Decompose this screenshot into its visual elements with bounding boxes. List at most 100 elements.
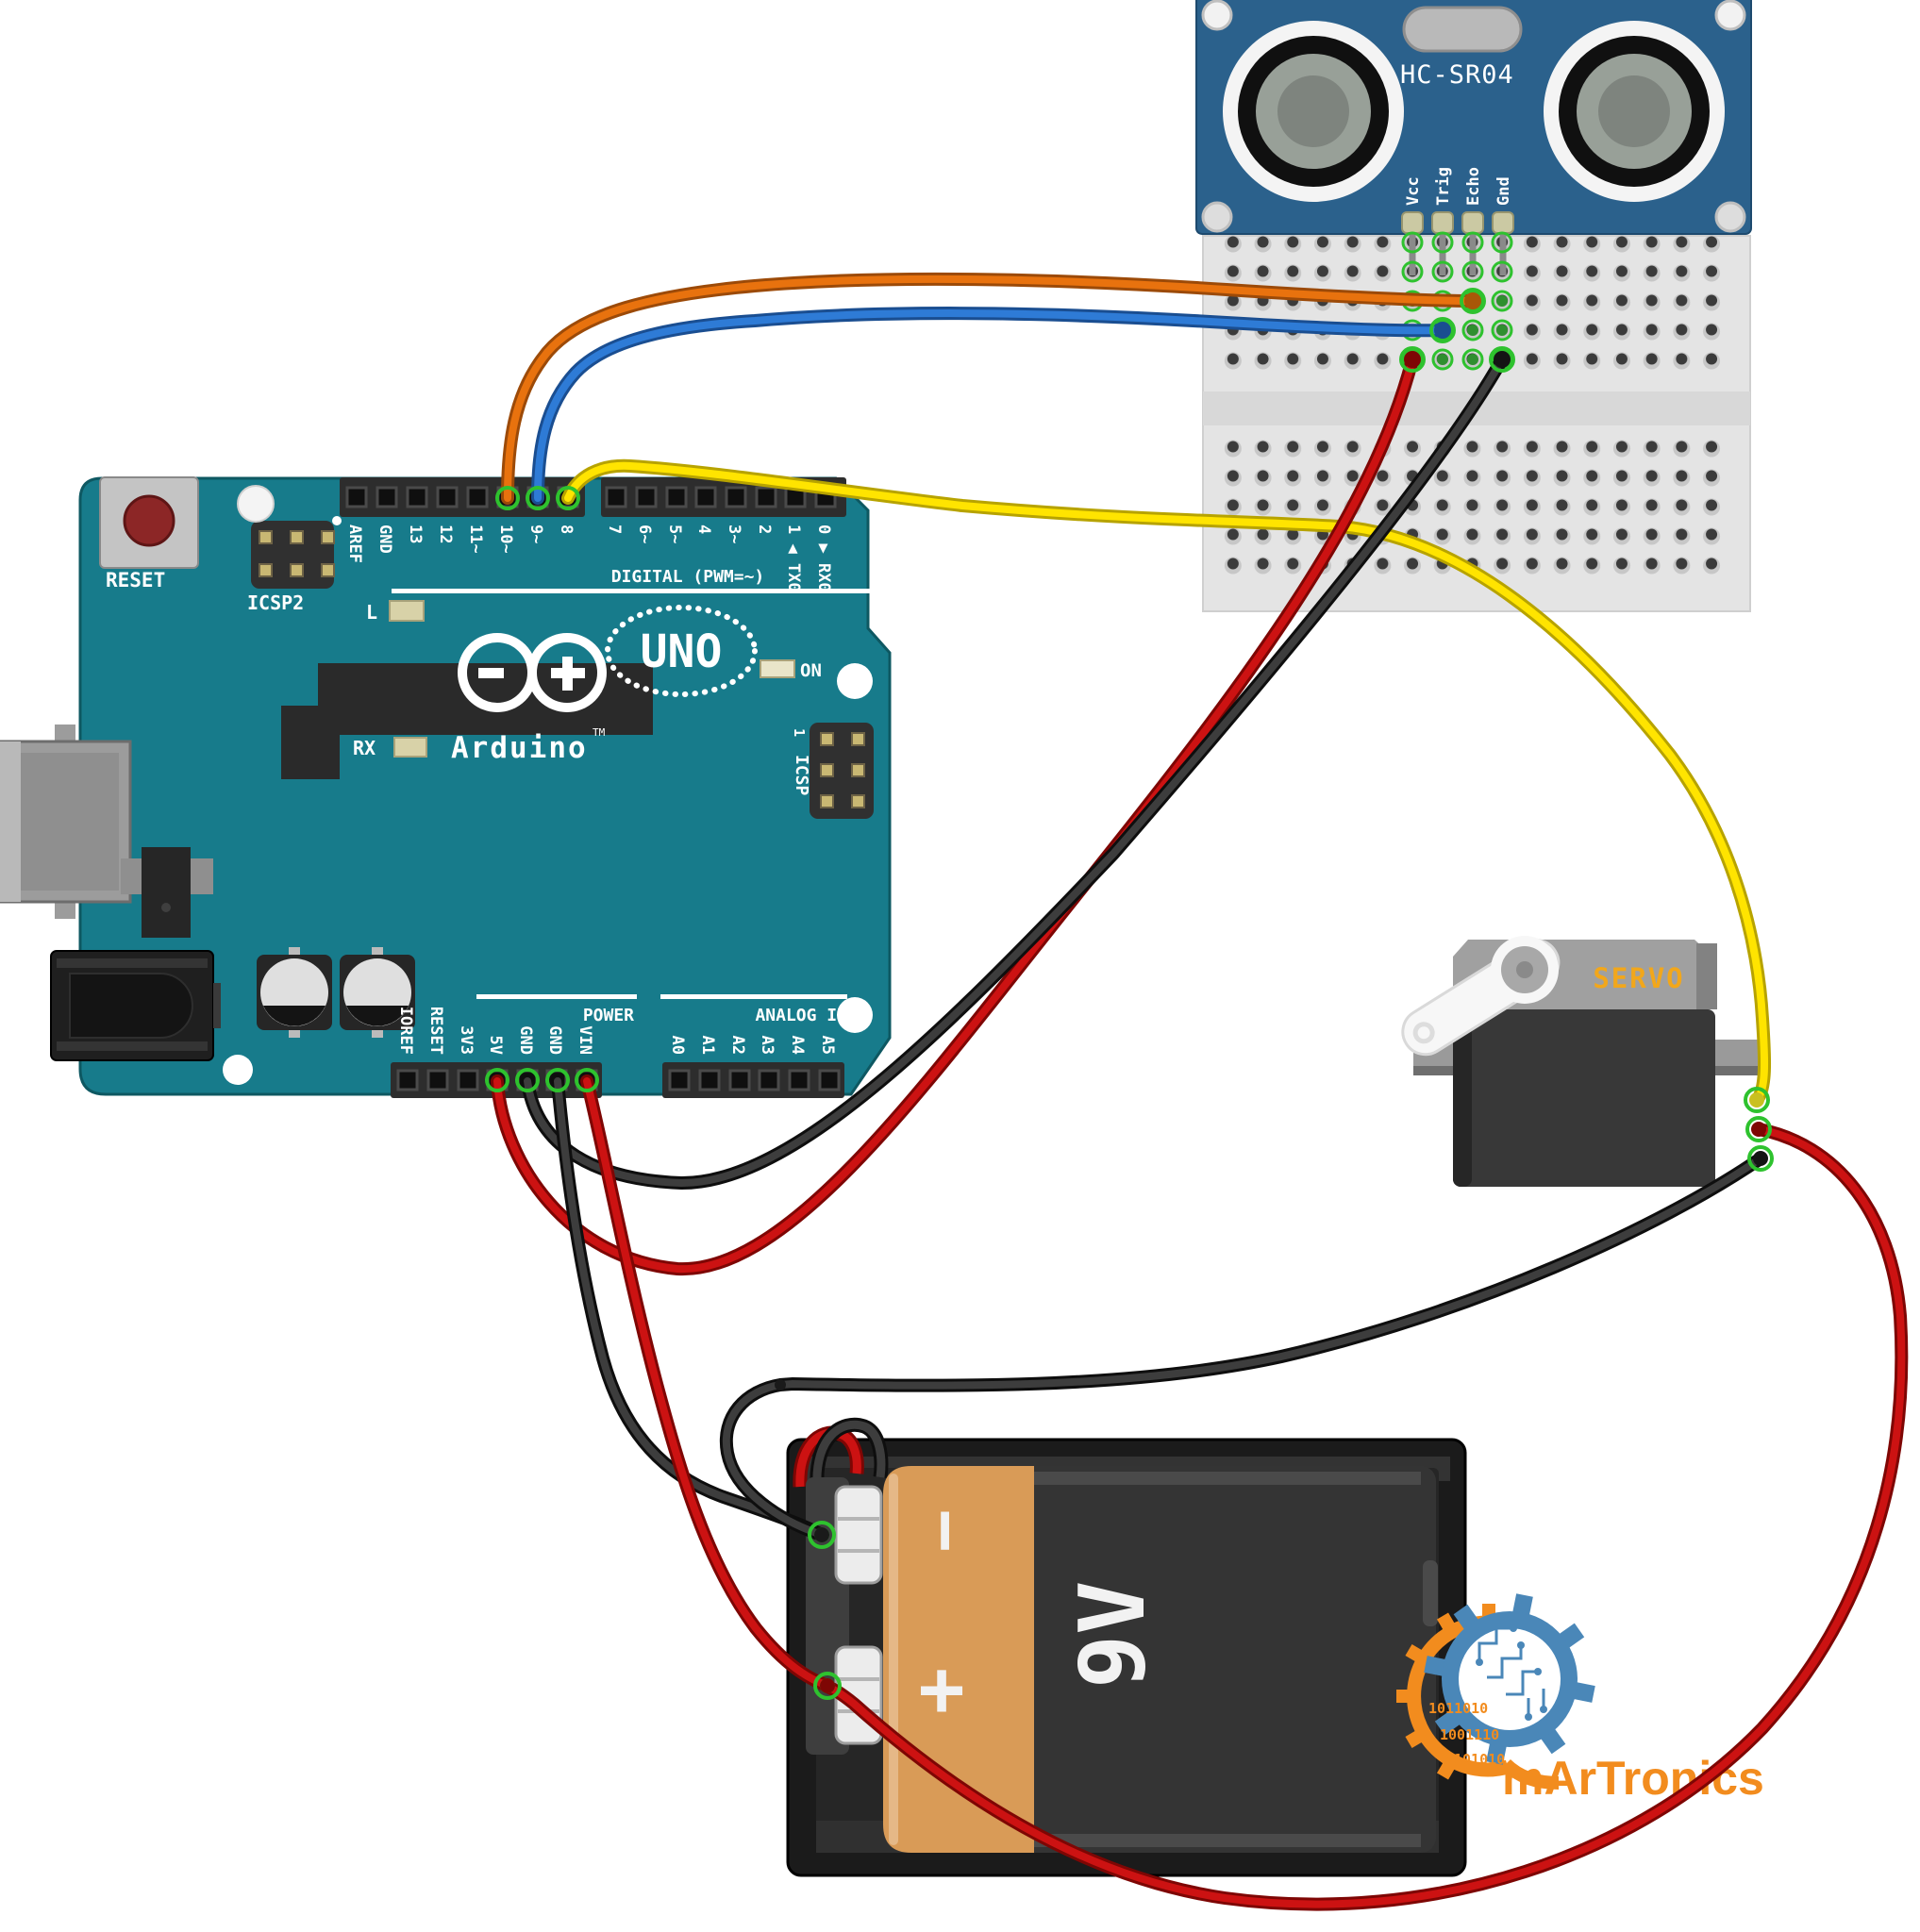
tip-orange: [1464, 292, 1481, 309]
arduino-uno: RESET ICSP2: [0, 476, 892, 1098]
usb-interface-chip: [281, 706, 340, 779]
mount-hole: [223, 1055, 253, 1085]
tip-red: [1404, 351, 1421, 368]
servo-motor: SERVO: [1401, 936, 1766, 1187]
hcsr04-pin-stubs: [1409, 232, 1507, 275]
capacitor: [340, 947, 415, 1038]
hcsr04-mount-hole: [1714, 201, 1746, 233]
battery-cell-orange-highlight: [889, 1474, 898, 1845]
logo-blue-gear: [1424, 1593, 1595, 1765]
martronics-logo: 1011010 1001110 101010 mArTronics: [1396, 1593, 1764, 1805]
icsp2-header: [251, 521, 335, 589]
hcsr04-pin-label-echo: Echo: [1464, 167, 1483, 206]
servo-top-bracket-bevel: [1696, 943, 1717, 1009]
svg-text:A2: A2: [728, 1036, 747, 1055]
hcsr04-pad-vcc: [1401, 211, 1424, 234]
svg-text:13: 13: [406, 525, 425, 543]
wire-red-vin-battery: [580, 1074, 834, 1692]
reset-button: [99, 476, 199, 569]
logo-binary-lines: 1011010 1001110 101010: [1428, 1700, 1505, 1768]
hcsr04-mount-hole: [1714, 0, 1746, 31]
holder-black-stub: [812, 1420, 886, 1486]
arduino-brand-tm: TM: [593, 726, 606, 739]
arduino-board: [78, 476, 892, 1096]
battery-negative-mark: −: [906, 1509, 989, 1552]
servo-tip-red: [1751, 1122, 1766, 1137]
hcsr04-left-transducer: [1223, 21, 1404, 202]
servo-body-bevel: [1453, 1009, 1472, 1187]
svg-text:A1: A1: [698, 1036, 717, 1055]
arduino-logo: [458, 633, 607, 712]
hcsr04-right-transducer: [1544, 21, 1725, 202]
svg-text:101010: 101010: [1454, 1751, 1505, 1768]
analog-caption: ANALOG IN: [755, 1006, 847, 1025]
led-l: [389, 600, 425, 622]
svg-text:A3: A3: [758, 1036, 776, 1055]
svg-text:GND: GND: [545, 1025, 564, 1055]
svg-text:2: 2: [755, 525, 774, 534]
icsp2-label: ICSP2: [247, 591, 304, 614]
power-separator-line: [476, 994, 637, 999]
analog-pin-labels: A0 A1 A2 A3 A4 A5: [668, 1036, 837, 1055]
svg-text:4: 4: [694, 525, 713, 534]
power-jack: [50, 950, 221, 1061]
battery-positive-tip: [820, 1678, 835, 1693]
digital-caption: DIGITAL (PWM=~): [611, 567, 765, 587]
power-caption: POWER: [583, 1006, 634, 1025]
led-rx-label: RX: [353, 737, 376, 759]
svg-text:A4: A4: [788, 1036, 807, 1055]
svg-text:GND: GND: [516, 1025, 535, 1055]
svg-text:IOREF: IOREF: [396, 1007, 415, 1055]
svg-text:8: 8: [557, 525, 576, 534]
breadboard-holes-bottom: [1218, 439, 1726, 585]
wire-bend-point: [775, 1379, 786, 1391]
hcsr04-mount-hole: [1201, 201, 1233, 233]
svg-text:1011010: 1011010: [1428, 1700, 1488, 1717]
svg-text:3V3: 3V3: [457, 1025, 476, 1055]
led-rx: [393, 737, 427, 758]
icsp-header: [810, 723, 874, 819]
digital-separator-line: [392, 589, 887, 593]
hcsr04-pin-label-gnd: Gnd: [1494, 176, 1513, 206]
crystal-cap: [237, 485, 275, 523]
battery-positive-mark: +: [918, 1644, 964, 1734]
svg-text:RESET: RESET: [426, 1007, 445, 1055]
svg-text:6~: 6~: [635, 525, 654, 543]
svg-text:5V: 5V: [486, 1036, 505, 1055]
svg-text:9~: 9~: [526, 525, 545, 543]
analog-header: [662, 1062, 844, 1098]
breadboard: [1202, 227, 1751, 612]
power-pin-labels: IOREF RESET 3V3 5V GND GND VIN: [396, 1007, 594, 1055]
battery-cell-bottom-edge: [1034, 1834, 1421, 1847]
capacitor: [257, 947, 332, 1038]
uno-oval: [605, 605, 758, 697]
led-on: [760, 659, 795, 678]
servo-body: [1453, 1009, 1715, 1187]
svg-text:GND: GND: [376, 525, 394, 554]
connection-points: [485, 288, 1774, 1700]
svg-text:A5: A5: [818, 1036, 837, 1055]
green-rings: [485, 288, 1774, 1700]
hcsr04-pin-label-vcc: Vcc: [1404, 176, 1423, 206]
wires: [491, 272, 1909, 1911]
battery-9v: − + 9V: [786, 1417, 1467, 1877]
mount-hole: [837, 663, 873, 699]
battery-cell-top-edge: [1034, 1472, 1421, 1485]
hcsr04-pad-trig: [1431, 211, 1454, 234]
wire-red-servo-battery: [821, 1123, 1909, 1911]
icsp-pin1-label: 1: [791, 728, 808, 737]
hcsr04-oscillator: [1402, 6, 1523, 53]
tip-blue: [1434, 322, 1451, 339]
wire-blue-pin9-trig: [531, 307, 1449, 505]
battery-voltage-label: 9V: [1061, 1581, 1165, 1689]
battery-cell-dark: [1019, 1466, 1436, 1853]
uno-model: UNO: [641, 625, 723, 678]
servo-label: SERVO: [1593, 962, 1684, 994]
svg-text:10~: 10~: [496, 525, 515, 554]
battery-clip-negative: [834, 1485, 883, 1585]
wire-black-servo-battery: [719, 1152, 1767, 1541]
on-label: ON: [800, 660, 822, 681]
led-l-label: L: [366, 601, 377, 624]
voltage-regulator: [121, 847, 213, 938]
